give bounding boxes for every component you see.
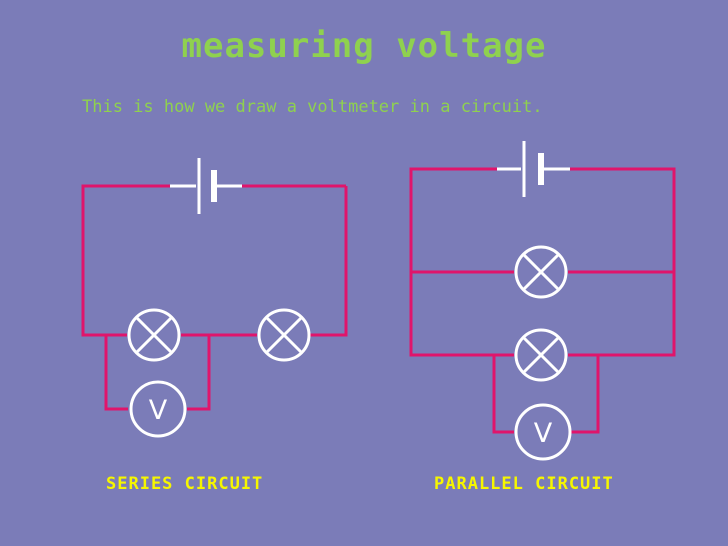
series-voltmeter-label: V (149, 395, 168, 426)
slide-subtitle: This is how we draw a voltmeter in a cir… (82, 97, 543, 117)
series-lamp-1-icon (127, 308, 181, 362)
parallel-battery-symbol (497, 141, 570, 197)
parallel-voltmeter-label: V (534, 418, 553, 449)
parallel-wire-right (568, 167, 676, 357)
series-voltmeter-wire-left (104, 335, 128, 411)
parallel-wire-left (409, 167, 514, 357)
series-lamp-2-icon (257, 308, 311, 362)
series-wire-main (81, 184, 170, 337)
series-wire-right (310, 186, 348, 337)
parallel-lamp-2-icon (514, 328, 568, 382)
parallel-voltmeter-wire-left (492, 355, 514, 434)
parallel-lamp-1-icon (514, 245, 568, 299)
parallel-circuit-caption: PARALLEL CIRCUIT (434, 474, 614, 494)
series-battery-symbol (170, 158, 242, 214)
series-circuit: V (81, 158, 348, 438)
series-voltmeter-wire-right (187, 335, 211, 411)
parallel-circuit: V (409, 141, 676, 461)
series-voltmeter: V (129, 380, 187, 438)
slide-title: measuring voltage (181, 26, 547, 66)
series-circuit-caption: SERIES CIRCUIT (106, 474, 264, 494)
parallel-voltmeter-wire-right (570, 355, 600, 434)
parallel-voltmeter: V (514, 403, 572, 461)
